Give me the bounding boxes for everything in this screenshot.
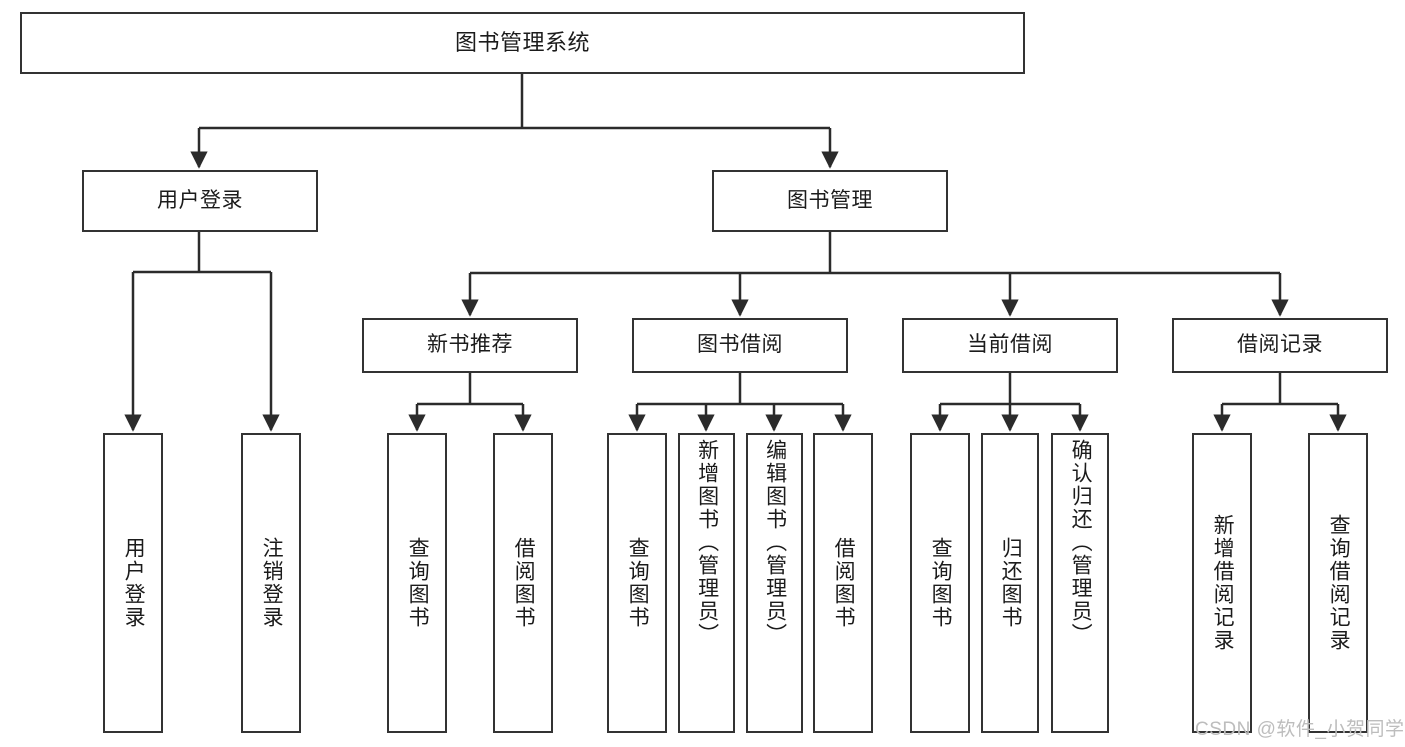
- node-book-management[interactable]: 图书管理: [712, 170, 948, 232]
- node-label: 当前借阅: [967, 333, 1053, 357]
- node-label: 图书管理: [787, 188, 873, 212]
- leaf-current-borrow-query-books[interactable]: 查询图书: [910, 433, 970, 733]
- leaf-user-login-signout[interactable]: 注销登录: [241, 433, 301, 733]
- node-book-borrowing[interactable]: 图书借阅: [632, 318, 848, 373]
- leaf-new-book-borrow-books[interactable]: 借阅图书: [493, 433, 553, 733]
- node-label: 借阅记录: [1237, 333, 1323, 357]
- node-label: 借阅图书: [832, 537, 856, 629]
- leaf-borrow-record-query-record[interactable]: 查询借阅记录: [1308, 433, 1368, 733]
- node-label: 图书借阅: [697, 333, 783, 357]
- node-borrowing-record[interactable]: 借阅记录: [1172, 318, 1388, 373]
- leaf-user-login-signin[interactable]: 用户登录: [103, 433, 163, 733]
- leaf-current-borrow-return-books[interactable]: 归还图书: [981, 433, 1039, 733]
- node-user-login[interactable]: 用户登录: [82, 170, 318, 232]
- node-label: 新书推荐: [427, 333, 513, 357]
- node-label: 查询图书: [929, 537, 953, 629]
- leaf-new-book-query-books[interactable]: 查询图书: [387, 433, 447, 733]
- node-label: 新增图书（管理员）: [695, 439, 719, 646]
- csdn-watermark: CSDN @软件_小贺同学: [1195, 719, 1405, 740]
- node-label: 归还图书: [999, 537, 1023, 629]
- leaf-book-borrow-add-book-admin[interactable]: 新增图书（管理员）: [678, 433, 735, 733]
- leaf-book-borrow-borrow-books[interactable]: 借阅图书: [813, 433, 873, 733]
- node-label: 查询图书: [406, 537, 430, 629]
- node-label: 注销登录: [260, 537, 284, 629]
- leaf-book-borrow-query-books[interactable]: 查询图书: [607, 433, 667, 733]
- node-label: 确认归还（管理员）: [1069, 439, 1093, 646]
- node-label: 图书管理系统: [454, 30, 590, 56]
- node-label: 借阅图书: [512, 537, 536, 629]
- node-root-book-management-system[interactable]: 图书管理系统: [20, 12, 1025, 74]
- leaf-book-borrow-edit-book-admin[interactable]: 编辑图书（管理员）: [746, 433, 803, 733]
- node-label: 查询图书: [626, 537, 650, 629]
- node-label: 编辑图书（管理员）: [763, 439, 787, 646]
- node-label: 用户登录: [122, 537, 146, 629]
- leaf-current-borrow-confirm-return-admin[interactable]: 确认归还（管理员）: [1051, 433, 1109, 733]
- node-current-borrowing[interactable]: 当前借阅: [902, 318, 1118, 373]
- node-new-book-recommendation[interactable]: 新书推荐: [362, 318, 578, 373]
- node-label: 查询借阅记录: [1327, 514, 1351, 652]
- node-label: 新增借阅记录: [1211, 514, 1235, 652]
- leaf-borrow-record-add-record[interactable]: 新增借阅记录: [1192, 433, 1252, 733]
- node-label: 用户登录: [157, 188, 243, 212]
